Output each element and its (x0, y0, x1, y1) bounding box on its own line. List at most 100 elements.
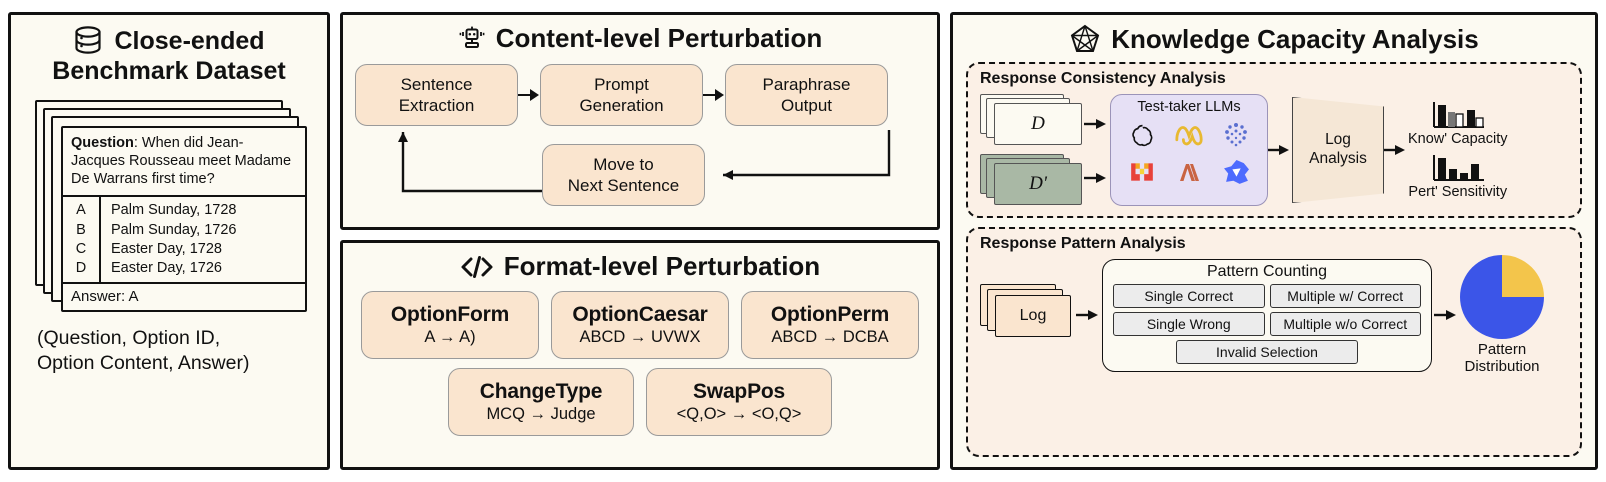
dataset-original-card: D (994, 103, 1082, 145)
option-id: C (75, 240, 87, 257)
method-example: ABCD → DCBA (771, 328, 889, 346)
response-pattern-section: Response Pattern Analysis Log Pattern Co… (966, 227, 1582, 457)
step-line2: Next Sentence (567, 176, 680, 195)
dataset-sample-card: Question: When did Jean-Jacques Rousseau… (61, 126, 307, 312)
method-example: A → A) (424, 328, 476, 346)
output-label: Pert' Sensitivity (1408, 184, 1508, 200)
llm-box-label: Test-taker LLMs (1137, 99, 1241, 115)
output-label: Know' Capacity (1408, 131, 1508, 147)
flow-step-paraphrase-output: Paraphrase Output (725, 64, 888, 126)
chip-single-correct[interactable]: Single Correct (1113, 283, 1265, 308)
output-pert-sensitivity: Pert' Sensitivity (1408, 153, 1507, 200)
step-line1: Prompt (594, 74, 649, 94)
analysis-panel-title: Knowledge Capacity Analysis (966, 23, 1582, 55)
content-panel-title-text: Content-level Perturbation (495, 23, 823, 53)
method-changetype: ChangeType MCQ → Judge (448, 368, 634, 436)
question-text: Question: When did Jean-Jacques Rousseau… (63, 128, 305, 198)
method-swappos: SwapPos <Q,O> → <O,Q> (646, 368, 832, 436)
step-line2: Generation (579, 96, 664, 115)
consistency-pipeline: D D' Test-taker LLMs (980, 91, 1570, 209)
option-id: D (75, 259, 87, 276)
response-consistency-section: Response Consistency Analysis D D' (966, 62, 1582, 218)
pattern-chip-grid: Single Correct Multiple w/ Correct Singl… (1113, 283, 1421, 364)
robot-icon (459, 26, 485, 48)
option-content-column: Palm Sunday, 1728 Palm Sunday, 1726 East… (101, 197, 305, 282)
step-line2: Output (780, 96, 833, 115)
dataset-title-line2: Benchmark Dataset (52, 57, 286, 85)
arrow-right-icon (1384, 145, 1405, 155)
bar-chart-icon (1432, 155, 1484, 181)
option-content: Easter Day, 1726 (111, 259, 222, 276)
content-panel-title: Content-level Perturbation (355, 23, 925, 54)
step-line1: Sentence (400, 74, 473, 94)
content-flow-row: Sentence Extraction Prompt Generation Pa… (355, 64, 925, 126)
dataset-original-stack: D (980, 94, 1084, 146)
method-optioncaesar: OptionCaesar ABCD → UVWX (551, 291, 729, 359)
consistency-title: Response Consistency Analysis (980, 70, 1226, 87)
qwen-logo (1214, 117, 1258, 153)
method-name: OptionCaesar (572, 303, 708, 326)
format-panel-title: Format-level Perturbation (355, 251, 925, 282)
format-methods-row-2: ChangeType MCQ → Judge SwapPos <Q,O> → <… (355, 368, 925, 436)
format-perturbation-panel: Format-level Perturbation OptionForm A →… (340, 240, 940, 470)
output-know-capacity: Know' Capacity (1408, 100, 1507, 147)
content-perturbation-panel: Content-level Perturbation Sentence Extr… (340, 12, 940, 230)
dataset-title-line1: Close-ended (114, 26, 265, 55)
pie-label-line1: Pattern (1477, 341, 1527, 358)
question-label: Question (71, 135, 134, 151)
loop-arrows-icon (398, 130, 891, 193)
chip-multiple-without-correct[interactable]: Multiple w/o Correct (1269, 311, 1421, 336)
flow-step-move-next-sentence: Move to Next Sentence (542, 144, 705, 206)
consistency-outputs: Know' Capacity Pert' Sensitivity (1408, 100, 1507, 200)
database-icon (75, 26, 102, 54)
log-analysis-node: Log Analysis (1292, 97, 1384, 203)
dataset-perturbed-stack: D' (980, 154, 1084, 206)
chip-single-wrong[interactable]: Single Wrong (1113, 311, 1265, 336)
code-icon (461, 255, 493, 278)
flow-step-sentence-extraction: Sentence Extraction (355, 64, 518, 126)
method-example: MCQ → Judge (486, 405, 596, 423)
option-content: Palm Sunday, 1726 (111, 221, 237, 238)
arrow-right-icon (1268, 145, 1289, 155)
chip-multiple-with-correct[interactable]: Multiple w/ Correct (1269, 283, 1421, 308)
method-name: SwapPos (693, 380, 785, 403)
answer-row: Answer: A (71, 287, 139, 305)
perturbation-column: Content-level Perturbation Sentence Extr… (340, 12, 940, 470)
pattern-title: Response Pattern Analysis (980, 235, 1186, 252)
arrow-right-icon (1076, 310, 1098, 321)
tuple-line-1: (Question, Option ID, (37, 327, 221, 349)
arrow-right-icon (703, 88, 725, 102)
log-card: Log (995, 295, 1071, 338)
method-name: OptionForm (390, 303, 510, 326)
dataset-card-stack: Question: When did Jean-Jacques Rousseau… (35, 100, 307, 312)
arrow-right-icon (518, 88, 540, 102)
chip-invalid-selection[interactable]: Invalid Selection (1176, 339, 1358, 364)
mistral-logo (1120, 154, 1164, 190)
test-taker-llms-box: Test-taker LLMs (1110, 94, 1268, 206)
processor-line1: Log (1325, 131, 1351, 149)
method-example: <Q,O> → <O,Q> (676, 405, 802, 423)
tuple-line-2: Option Content, Answer) (37, 352, 250, 375)
log-stack: Log (980, 284, 1076, 346)
knowledge-capacity-panel: Knowledge Capacity Analysis Response Con… (950, 12, 1598, 470)
pie-chart-label: Pattern Distribution (1464, 341, 1539, 376)
meta-logo (1167, 117, 1211, 153)
deepseek-logo (1214, 154, 1258, 190)
method-name: OptionPerm (770, 303, 890, 326)
step-line1: Paraphrase (762, 74, 851, 94)
content-loop-area: Move to Next Sentence (355, 130, 925, 222)
pattern-distribution-chart: Pattern Distribution (1460, 255, 1544, 376)
openai-logo (1120, 117, 1164, 153)
format-methods-row-1: OptionForm A → A) OptionCaesar ABCD → UV… (355, 291, 925, 359)
method-name: ChangeType (479, 380, 603, 403)
arrow-right-icon (1434, 310, 1456, 321)
method-optionform: OptionForm A → A) (361, 291, 539, 359)
pattern-counting-box: Pattern Counting Single Correct Multiple… (1102, 258, 1432, 372)
option-id: B (76, 221, 86, 238)
pentagon-graph-icon (1071, 24, 1100, 52)
method-example: ABCD → UVWX (579, 328, 701, 346)
dataset-panel-title: Close-ended Benchmark Dataset (23, 25, 315, 86)
method-optionperm: OptionPerm ABCD → DCBA (741, 291, 919, 359)
option-content: Palm Sunday, 1728 (111, 202, 237, 219)
